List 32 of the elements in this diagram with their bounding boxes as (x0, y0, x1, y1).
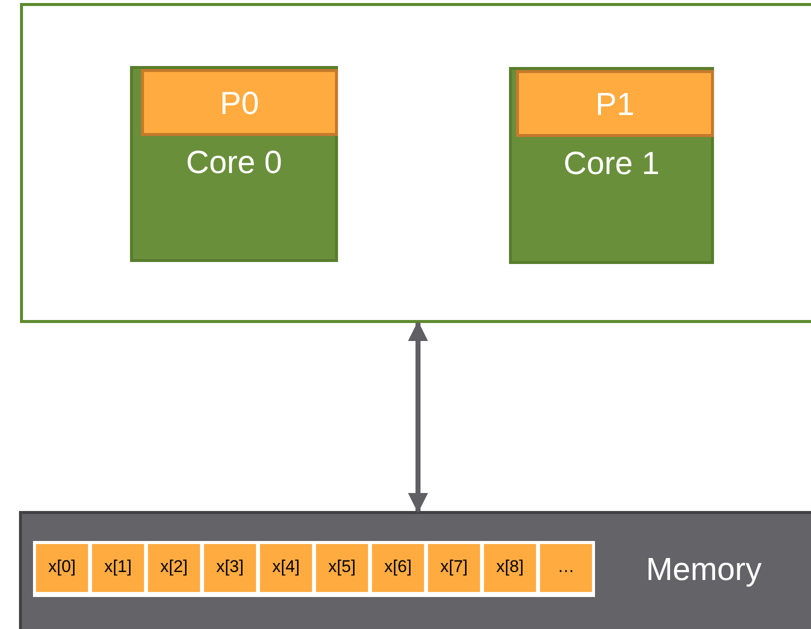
array-cell (36, 544, 88, 592)
array-cell (372, 544, 424, 592)
core-box (509, 67, 714, 264)
cell-value: x[3] (215, 558, 245, 577)
node-label: Memory (646, 552, 763, 588)
cell-value: x[4] (271, 558, 301, 577)
cell-value: x[0] (47, 558, 77, 577)
node-label: Core 0 (184, 145, 284, 180)
array-cell (540, 544, 592, 592)
processor-chip-box (20, 3, 811, 323)
array-cell (148, 544, 200, 592)
cell-value: x[7] (439, 558, 469, 577)
core-box (130, 66, 338, 262)
array-cell (484, 544, 536, 592)
cell-value: … (556, 558, 576, 577)
node-label: Core 1 (562, 146, 661, 182)
cell-value: x[2] (159, 558, 189, 577)
process-box (141, 69, 338, 136)
double-arrow (408, 321, 428, 513)
array-cell (316, 544, 368, 592)
node-label: P1 (594, 87, 636, 122)
memory-box (19, 511, 811, 629)
cell-value: x[6] (383, 558, 413, 577)
array-cell (260, 544, 312, 592)
array-cell (428, 544, 480, 592)
node-label: P0 (218, 86, 260, 122)
cell-value: x[8] (495, 558, 525, 577)
array-cell (204, 544, 256, 592)
process-box (516, 70, 714, 137)
cell-value: x[5] (327, 558, 357, 577)
array-cell (92, 544, 144, 592)
cell-value: x[1] (103, 558, 133, 577)
